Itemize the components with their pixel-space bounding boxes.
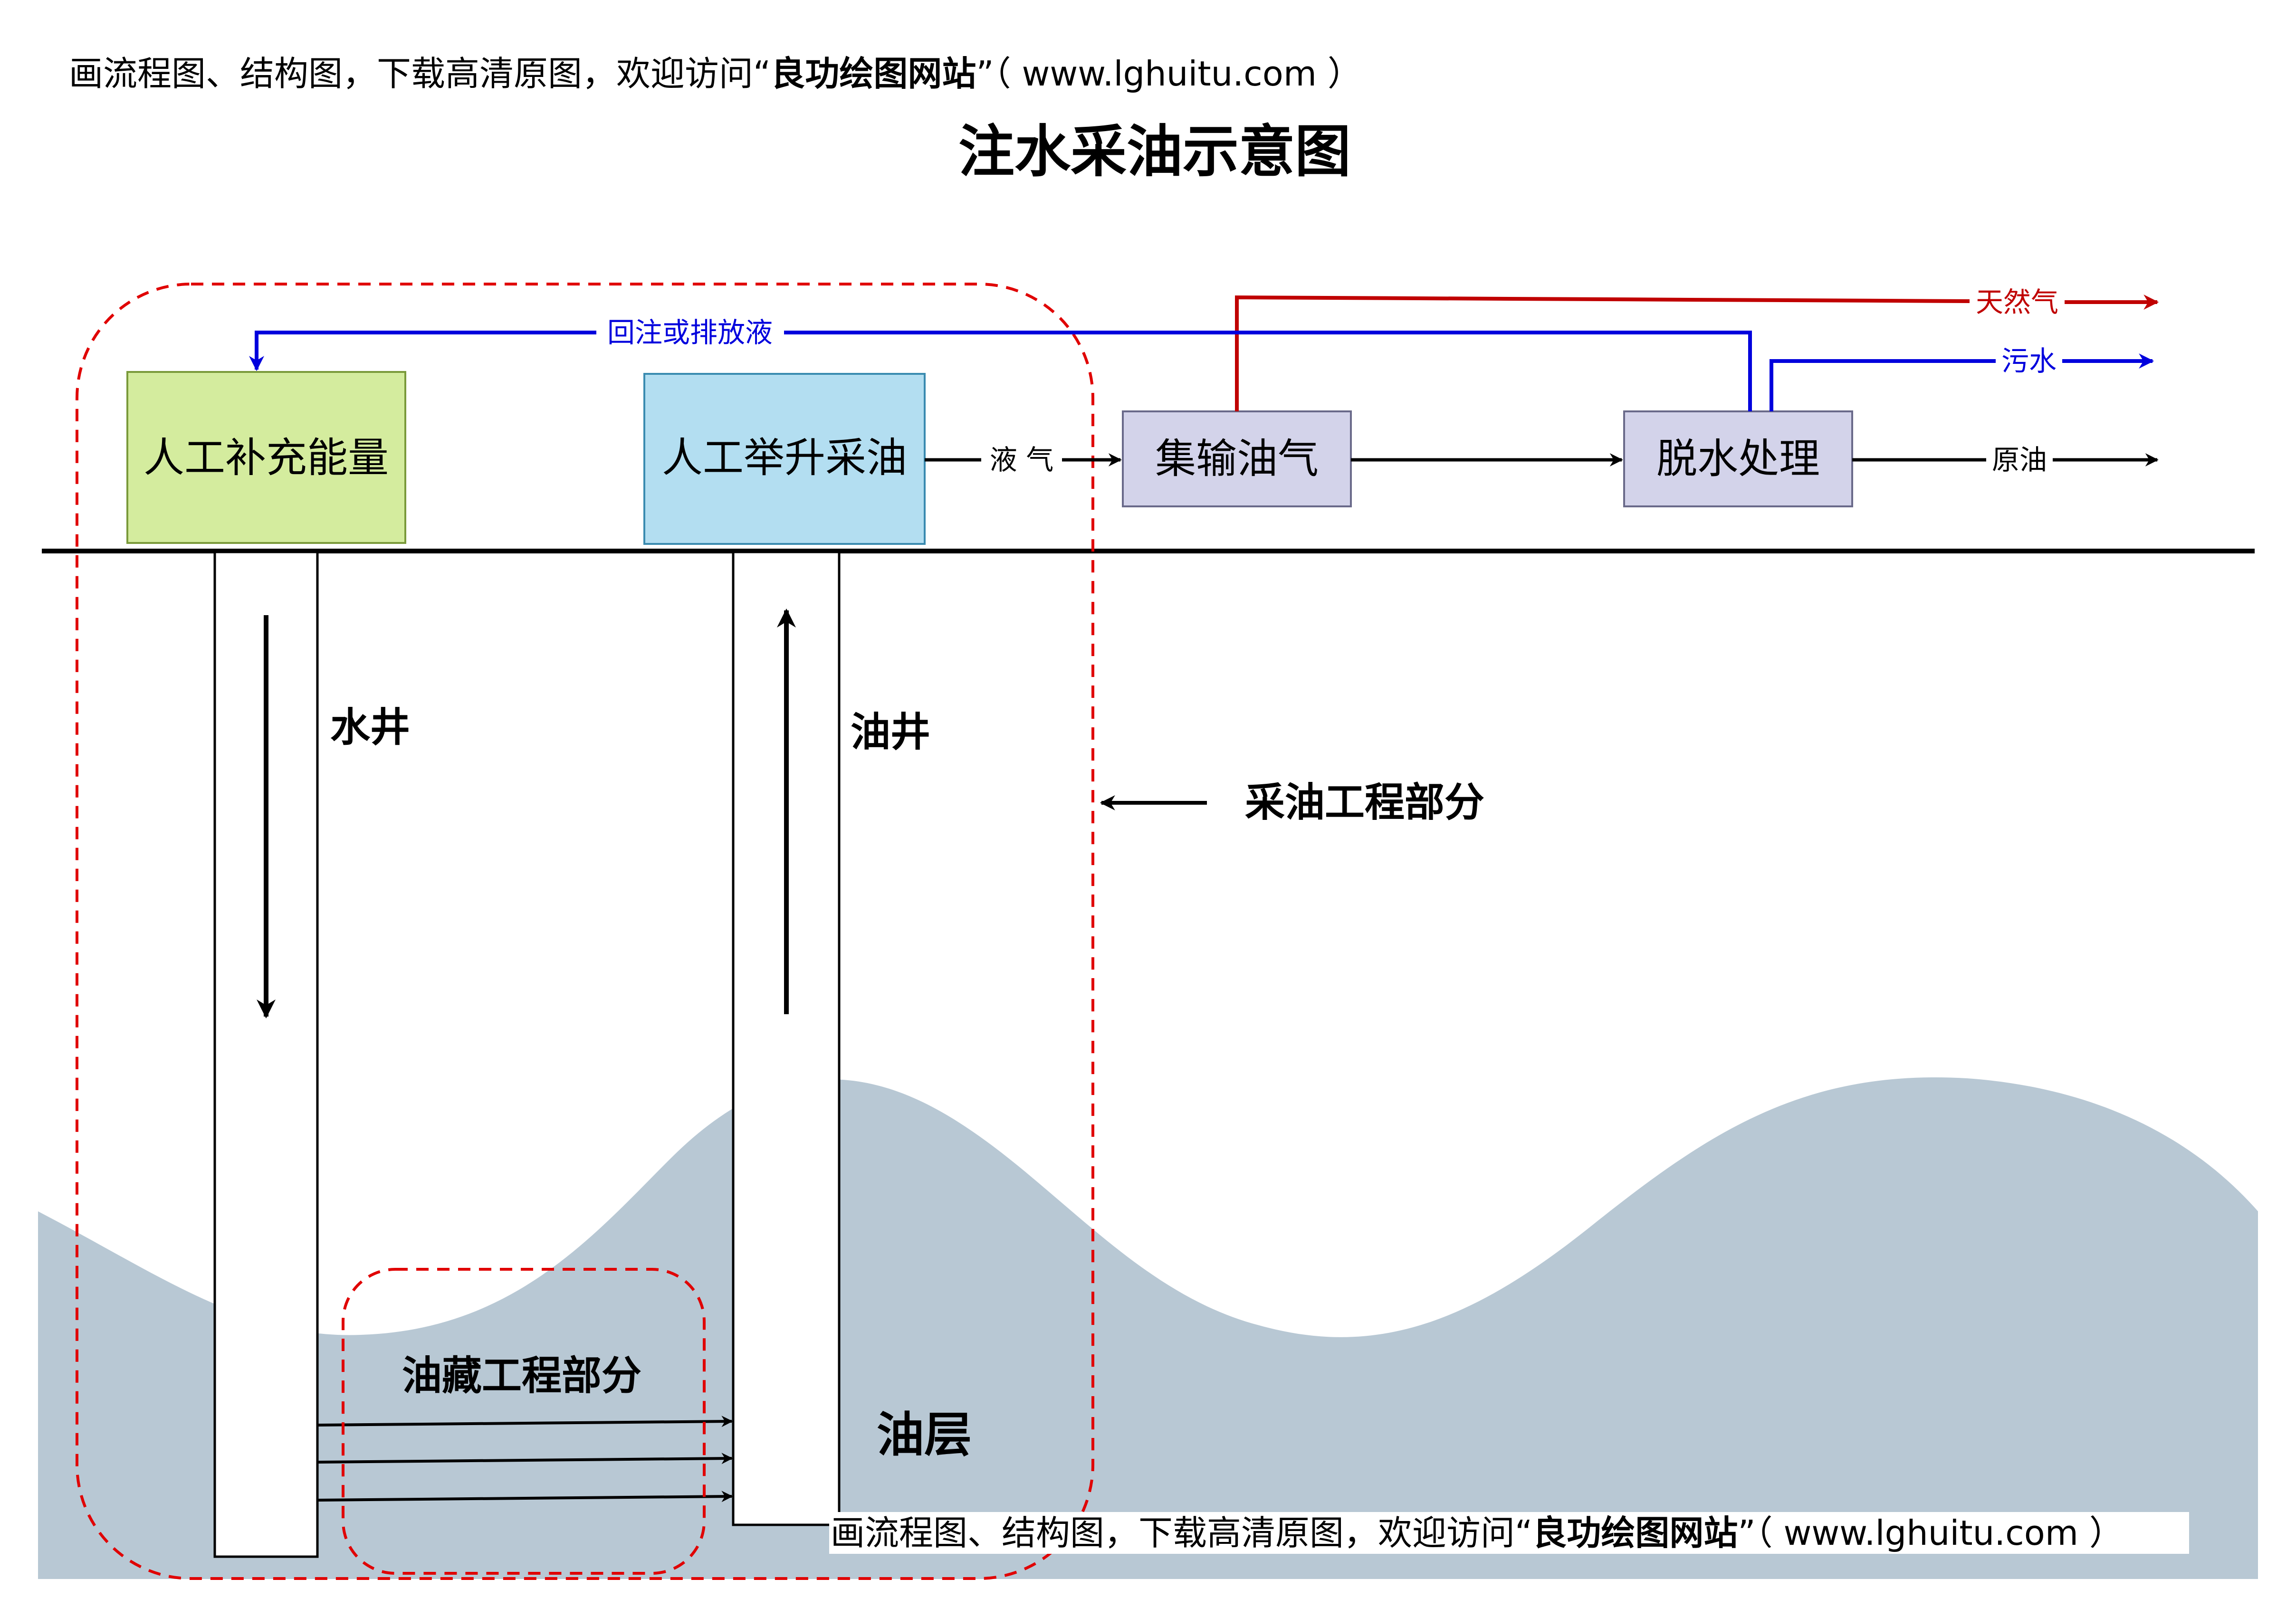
footer-watermark: 画流程图、结构图，下载高清原图，欢迎访问“良功绘图网站”（ www.lghuit…	[831, 1513, 2124, 1553]
oil-layer-label: 油层	[877, 1407, 972, 1463]
sewage-label: 污水	[2001, 345, 2057, 377]
energy-supplement-box	[126, 371, 406, 544]
oil-well-label: 油井	[851, 709, 930, 755]
water-well-label: 水井	[330, 704, 410, 751]
oil-layer-region	[38, 1077, 2258, 1579]
artificial-lift-label: 人工举升采油	[662, 434, 907, 482]
reservoir-engineering-boundary	[342, 1268, 706, 1575]
reservoir-flow-arrow-3	[318, 1491, 733, 1503]
dehydration-label: 脱水处理	[1656, 435, 1820, 483]
reservoir-flow-arrow-2	[318, 1453, 733, 1465]
natural-gas-label: 天然气	[1976, 286, 2058, 318]
reinjection-line-right	[784, 331, 1752, 411]
gathering-box	[1122, 410, 1352, 507]
reinjection-label: 回注或排放液	[607, 316, 773, 349]
header-watermark-suffix: ”（ www.lghuitu.com ）	[976, 54, 1362, 94]
footer-watermark-site-name: 良功绘图网站	[1532, 1513, 1738, 1553]
natural-gas-line	[1235, 295, 1970, 411]
energy-supplement-label: 人工补充能量	[144, 434, 389, 482]
reservoir-engineering-label: 油藏工程部分	[402, 1352, 641, 1399]
gathering-label: 集输油气	[1155, 435, 1319, 483]
footer-watermark-suffix: ”（ www.lghuitu.com ）	[1738, 1513, 2124, 1553]
reinjection-line-left	[249, 331, 596, 371]
crude-oil-label: 原油	[1992, 444, 2047, 476]
header-watermark-prefix: 画流程图、结构图，下载高清原图，欢迎访问“	[69, 54, 771, 94]
diagram-title: 注水采油示意图	[958, 119, 1351, 184]
header-watermark-site-name: 良功绘图网站	[771, 54, 976, 94]
reservoir-flow-arrow-1	[318, 1416, 733, 1427]
footer-watermark-prefix: 画流程图、结构图，下载高清原图，欢迎访问“	[831, 1513, 1532, 1553]
footer-watermark-background	[829, 1512, 2189, 1554]
liquid-gas-label: 液 气	[990, 444, 1053, 476]
sewage-line	[1770, 359, 1996, 411]
production-engineering-label: 采油工程部分	[1245, 779, 1484, 826]
header-watermark: 画流程图、结构图，下载高清原图，欢迎访问“良功绘图网站”（ www.lghuit…	[69, 54, 1362, 94]
dehydration-box	[1623, 410, 1853, 507]
